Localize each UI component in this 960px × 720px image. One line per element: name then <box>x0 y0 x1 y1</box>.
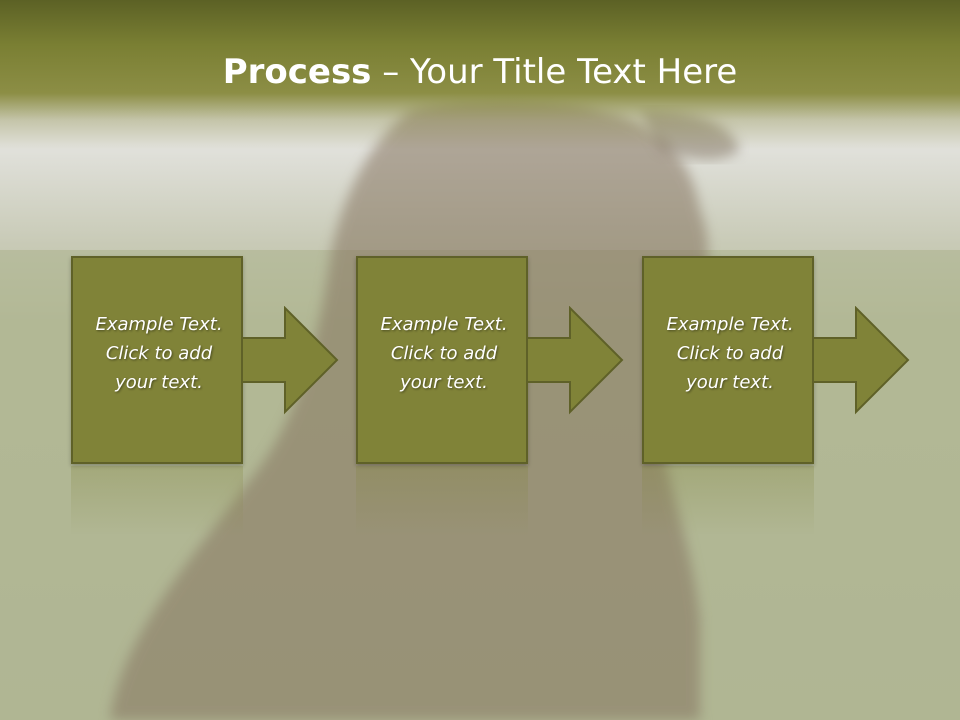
step-text-line3: your text. <box>115 372 203 393</box>
step-box[interactable]: Example Text. Click to add your text. <box>356 256 528 464</box>
title-rest: – Your Title Text Here <box>371 52 738 92</box>
slide-title[interactable]: Process – Your Title Text Here <box>0 52 960 92</box>
step-text-line2: Click to add <box>105 343 213 364</box>
step-reflection <box>642 466 814 536</box>
step-text[interactable]: Example Text. Click to add your text. <box>358 310 530 397</box>
step-text-line1: Example Text. <box>666 314 794 335</box>
step-text-line3: your text. <box>686 372 774 393</box>
step-reflection <box>356 466 528 536</box>
step-box[interactable]: Example Text. Click to add your text. <box>71 256 243 464</box>
right-arrow-icon <box>241 306 339 415</box>
step-text[interactable]: Example Text. Click to add your text. <box>73 310 245 397</box>
step-box[interactable]: Example Text. Click to add your text. <box>642 256 814 464</box>
step-text-line1: Example Text. <box>380 314 508 335</box>
title-bold: Process <box>222 52 372 92</box>
title-bar <box>0 0 960 150</box>
step-text[interactable]: Example Text. Click to add your text. <box>644 310 816 397</box>
step-text-line1: Example Text. <box>95 314 223 335</box>
step-reflection <box>71 466 243 536</box>
step-text-line3: your text. <box>400 372 488 393</box>
right-arrow-icon <box>526 306 624 415</box>
right-arrow-icon <box>812 306 910 415</box>
step-text-line2: Click to add <box>390 343 498 364</box>
step-text-line2: Click to add <box>676 343 784 364</box>
